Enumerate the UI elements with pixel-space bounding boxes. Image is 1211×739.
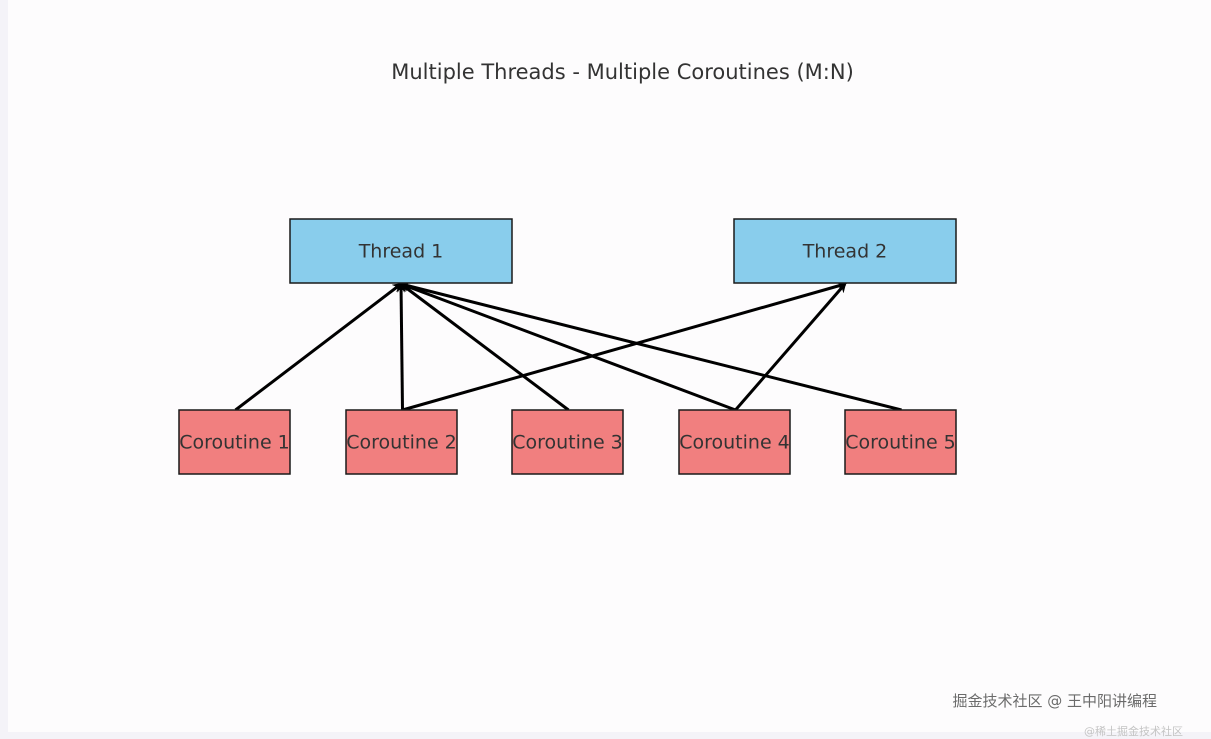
edge-c4-to-t1	[399, 282, 737, 412]
coroutine-node-3: Coroutine 3	[511, 409, 624, 475]
thread-box-2	[733, 218, 957, 284]
coroutine-label-4: Coroutine 4	[679, 432, 790, 454]
nodes-layer: Thread 1 Thread 2 Coroutine 1 Coroutine 2 Co…	[178, 218, 957, 475]
coroutine-box-2	[345, 409, 458, 475]
thread-box-1	[289, 218, 513, 284]
edge-c3-to-t1	[399, 282, 570, 412]
edges-layer	[234, 281, 902, 412]
coroutine-label-5: Coroutine 5	[845, 432, 956, 454]
coroutine-node-1: Coroutine 1	[178, 409, 291, 475]
diagram-title: Multiple Threads - Multiple Coroutines (…	[391, 60, 854, 84]
coroutine-node-5: Coroutine 5	[844, 409, 957, 475]
thread-node-2: Thread 2	[733, 218, 957, 284]
coroutine-box-4	[678, 409, 791, 475]
watermark-faint-text: @稀土掘金技术社区	[1084, 725, 1183, 738]
coroutine-label-3: Coroutine 3	[512, 432, 623, 454]
edge-c2-to-t1	[396, 282, 407, 411]
coroutine-box-1	[178, 409, 291, 475]
edge-c5-to-t1	[399, 281, 902, 412]
coroutine-label-1: Coroutine 1	[179, 432, 290, 454]
edge-c4-to-t2	[734, 282, 847, 411]
thread-label-2: Thread 2	[802, 241, 888, 263]
watermark-text: 掘金技术社区 @ 王中阳讲编程	[952, 692, 1157, 710]
coroutine-box-5	[844, 409, 957, 475]
diagram-canvas	[8, 0, 1211, 732]
edge-c2-to-t2	[402, 281, 847, 412]
coroutine-node-2: Coroutine 2	[345, 409, 458, 475]
thread-label-1: Thread 1	[358, 241, 444, 263]
edge-c1-to-t1	[234, 282, 403, 412]
thread-node-1: Thread 1	[289, 218, 513, 284]
coroutine-box-3	[511, 409, 624, 475]
coroutine-label-2: Coroutine 2	[346, 432, 457, 454]
coroutine-node-4: Coroutine 4	[678, 409, 791, 475]
